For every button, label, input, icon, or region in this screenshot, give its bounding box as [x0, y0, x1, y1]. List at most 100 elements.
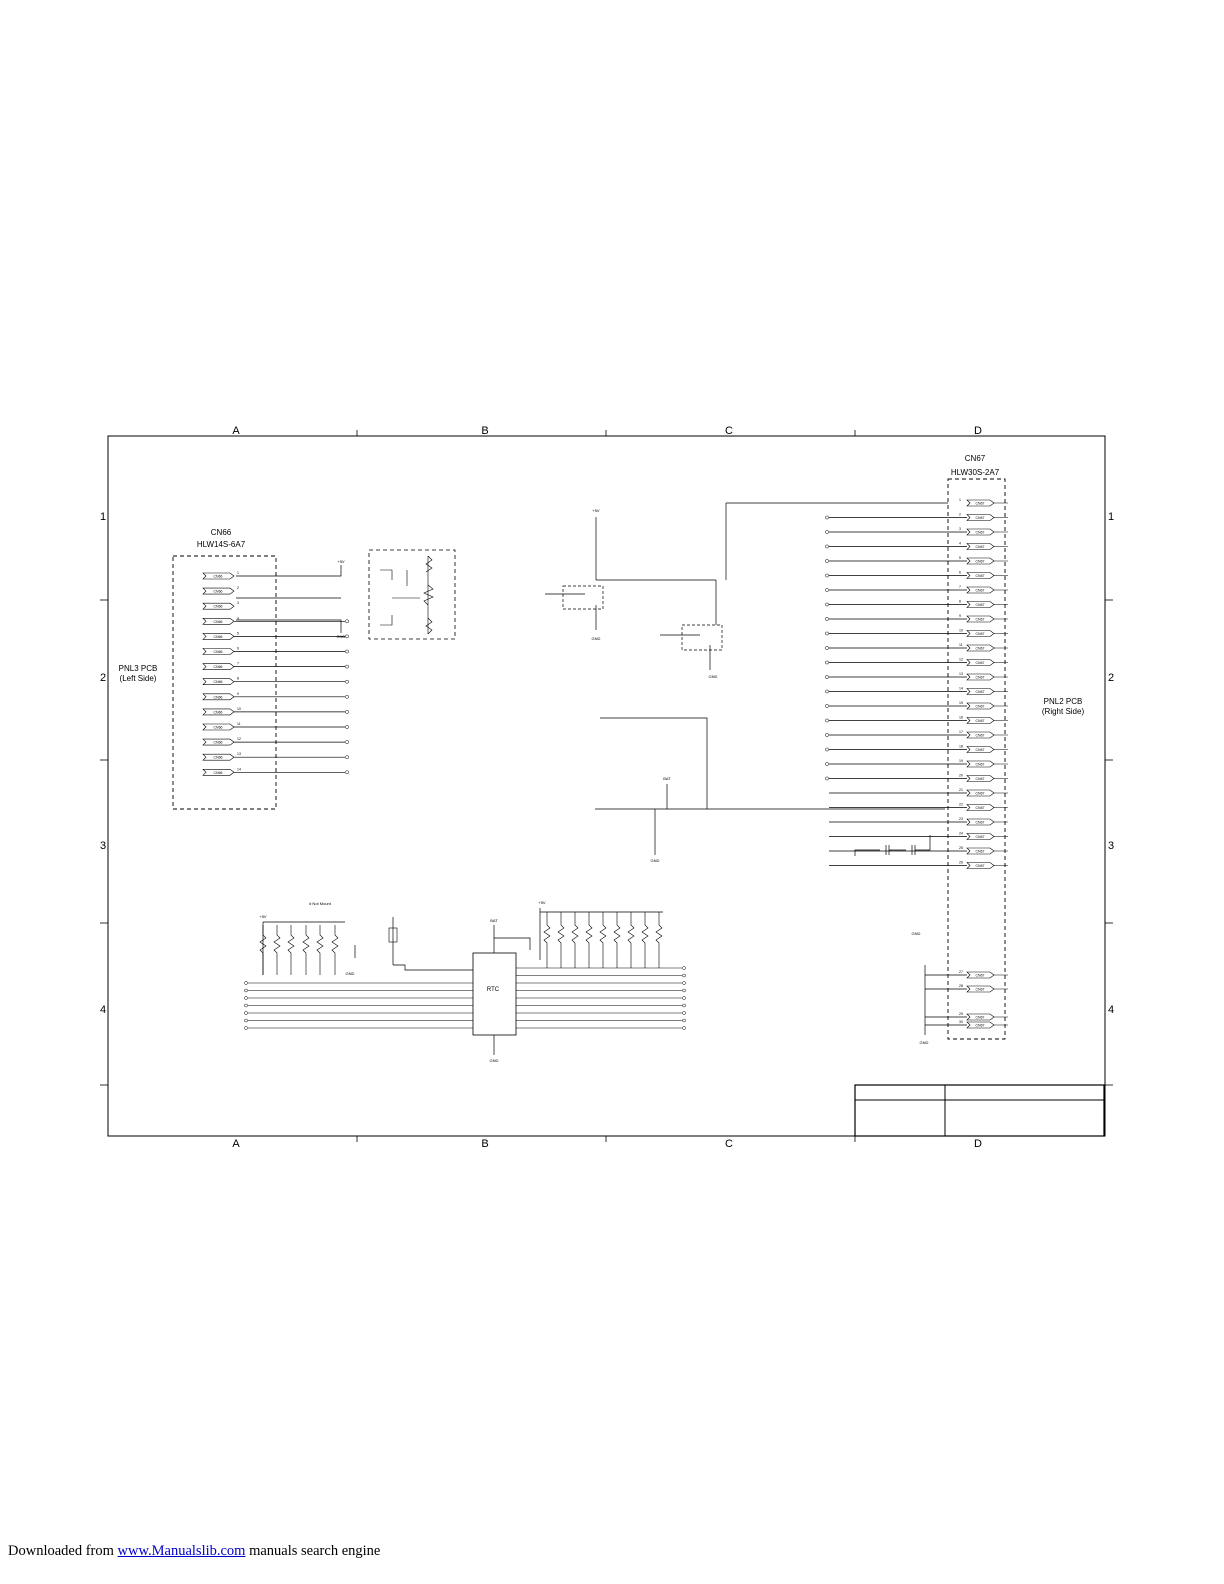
cn67-pin-tag: CN67 [976, 821, 985, 825]
cn67-pin-number: 13 [959, 672, 963, 676]
col-label-a-bottom: A [232, 1138, 240, 1150]
cn67-pin-shape [966, 702, 995, 710]
cn67-pin-number: 11 [959, 643, 963, 647]
rtc-bus-terminal [682, 996, 686, 1000]
col-label-d-top: D [974, 425, 982, 437]
cn67-pin-terminal [825, 762, 829, 766]
rtc-label: RTC [487, 987, 500, 993]
right-board-label-2: (Right Side) [1042, 707, 1085, 716]
footer-suffix: manuals search engine [245, 1543, 381, 1559]
cn67-pin-terminal [825, 776, 829, 781]
row-label-4-left: 4 [100, 1004, 106, 1016]
cn67-pin-shape [966, 847, 995, 855]
right-board-label-1: PNL2 PCB [1044, 697, 1083, 706]
pullup-resistor-left [273, 925, 281, 975]
title-block [854, 1084, 1105, 1137]
left-board-label-2: (Left Side) [120, 674, 157, 683]
footer-prefix: Downloaded from [8, 1543, 118, 1559]
cn67-pin-number: 7 [959, 585, 961, 589]
rtc-input-terminal [244, 1018, 248, 1023]
cn67-pin-shape [966, 688, 995, 695]
row-label-3-left: 3 [100, 840, 106, 852]
row-label-1-left: 1 [100, 511, 106, 523]
row-ticks [100, 599, 1113, 1086]
q-outline-1 [562, 585, 604, 610]
cn67-pin-shape [966, 528, 995, 536]
cn67-pin-number: 8 [959, 600, 961, 604]
cn67-pin-terminal [825, 602, 829, 607]
rtc-bus-terminal [682, 1011, 686, 1015]
cn67-pin-number: 5 [959, 556, 961, 560]
rtc-input-terminal [244, 981, 248, 985]
cn66-pin-terminal [345, 619, 349, 624]
cn67-pin-shape [966, 659, 995, 666]
cn67-pin-number: 25 [959, 846, 963, 850]
cn67-pin-number: 18 [959, 745, 963, 749]
rtc-bus-terminal [682, 981, 686, 985]
pullup-resistor-right [585, 912, 593, 968]
cn67-pin-shape [966, 760, 995, 768]
cn66-pin-shape [202, 768, 235, 776]
row-label-1-right: 1 [1108, 511, 1114, 523]
rtc-input-terminal [244, 1026, 248, 1030]
cn67-pin-number: 10 [959, 629, 963, 633]
row-label-4-right: 4 [1108, 1004, 1114, 1016]
cn66-pin-tag: CN66 [214, 726, 223, 730]
cn66-pin-terminal [345, 664, 349, 669]
rtc-bus-terminal [682, 973, 686, 978]
cn67-pin-terminal [825, 675, 829, 679]
cn67-pin-number: 24 [959, 832, 963, 836]
cn67-pin-number: 22 [959, 803, 963, 807]
cn66-pin-number: 13 [237, 752, 241, 756]
net-bat-rtc: BAT [490, 918, 498, 923]
pullup-resistor-left [287, 925, 295, 975]
rtc-input-terminal [244, 996, 248, 1000]
cn67-pin-number: 20 [959, 774, 963, 778]
cn67-pin-shape [966, 673, 995, 681]
cn66-pin-tag: CN66 [214, 650, 223, 654]
cn66-top-wires [236, 565, 342, 633]
cn67-pin-tag: CN67 [976, 864, 985, 868]
cn67-pin-shape [966, 514, 995, 521]
footer-link[interactable]: www.Manualslib.com [117, 1543, 246, 1559]
net-gnd-xtal: GND [346, 971, 355, 976]
cn66-pin-tag: CN66 [214, 695, 223, 699]
cn67-pin-number: 28 [959, 984, 963, 988]
pullup-resistor-left [259, 925, 267, 975]
col-label-c-bottom: C [725, 1138, 733, 1150]
cn66-pin-terminal [345, 679, 349, 684]
cn66-pin-number: 9 [237, 692, 239, 696]
cn67-pin-shape [966, 1021, 995, 1029]
cn66-pin-tag: CN66 [214, 710, 223, 714]
cn67-pin-shape [966, 601, 995, 608]
cn66-pin-shape [202, 693, 235, 701]
cn66-pin-number: 2 [237, 586, 239, 590]
cn66-pin-tag: CN66 [214, 665, 223, 669]
pullup-resistor-right [557, 912, 565, 968]
cn67-pin-terminal [825, 718, 829, 723]
col-label-d-bottom: D [974, 1138, 982, 1150]
cn67-pin-tag: CN67 [976, 1016, 985, 1020]
cn66-pin-shape [202, 708, 235, 716]
row-label-2-right: 2 [1108, 672, 1114, 684]
cn66-pin-terminal [345, 694, 349, 699]
cn67-pin-tag: CN67 [976, 835, 985, 839]
cn67-pin-terminal [825, 660, 829, 665]
cn67-pin-number: 17 [959, 730, 963, 734]
cn66-pin-number: 11 [237, 722, 241, 726]
cn67-pin-terminal [825, 689, 829, 694]
cn66-pin-shape [202, 617, 235, 625]
cn67-pin-tag: CN67 [976, 560, 985, 564]
cn67-pin-number: 12 [959, 658, 963, 662]
cn66-pin-terminal [345, 725, 349, 729]
net-gnd-bat: GND [651, 858, 660, 863]
cn66-ref: CN66 [211, 528, 232, 537]
cn67-pin-tag: CN67 [976, 589, 985, 593]
cn67-pin-tag: CN67 [976, 574, 985, 578]
cn67-pin-terminal [825, 559, 829, 563]
cn67-pin-tag: CN67 [976, 661, 985, 665]
cn66-pin-shape [202, 648, 235, 655]
cn66-pin-number: 3 [237, 601, 239, 605]
col-label-c-top: C [725, 425, 733, 437]
